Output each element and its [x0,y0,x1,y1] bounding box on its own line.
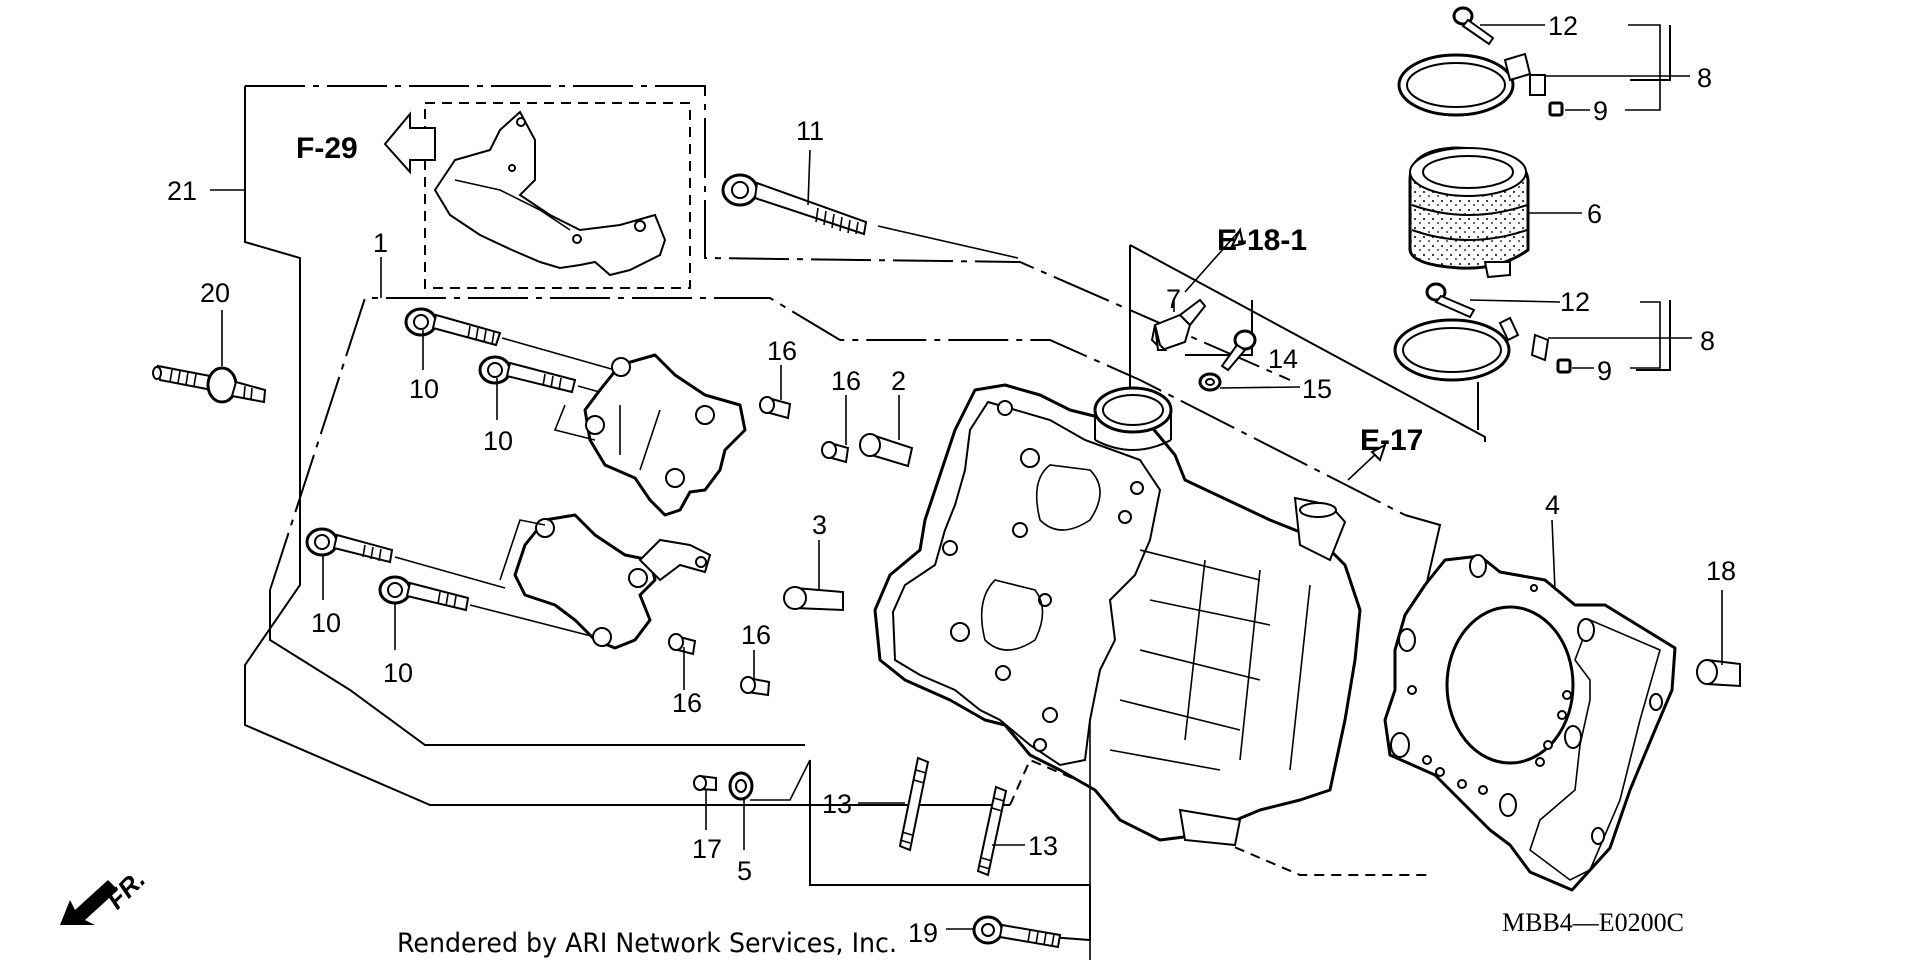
callout-10-c: 10 [311,608,341,638]
callout-12-b: 12 [1560,287,1590,317]
leader-line [1219,386,1301,389]
section-ref-f29[interactable]: F-29 [296,111,436,175]
group-boundary-21 [244,85,1291,806]
callout-13-a: 13 [822,789,852,819]
callout-6: 6 [1587,199,1602,229]
part-5-seal[interactable] [728,771,754,801]
part-15-washer[interactable] [1198,372,1222,392]
callout-2: 2 [891,366,906,396]
part-8-band-a[interactable] [1397,52,1546,117]
footer-credit: Rendered by ARI Network Services, Inc. [397,928,897,959]
front-direction-indicator: FR. [60,864,151,925]
part-10-bolt-b[interactable] [478,355,577,394]
section-ref-e18-1[interactable]: E-18-1 [1217,224,1307,257]
part-1-cylinder-head[interactable] [873,383,1362,960]
callout-19: 19 [908,918,938,948]
callout-16-b: 16 [831,366,861,396]
part-16-dowel-b[interactable] [821,441,850,464]
part-17-dowel[interactable] [693,774,717,792]
arrow-down-left-icon [60,880,118,925]
part-12-bolt-a[interactable] [1452,6,1495,46]
callout-11: 11 [796,116,824,146]
part-2-dowel[interactable] [859,433,914,468]
part-7-sensor[interactable] [1150,298,1207,352]
part-10-bolt-d[interactable] [378,575,470,612]
callout-13-b: 13 [1028,831,1058,861]
callout-8-b: 8 [1700,326,1715,356]
leader-line [1469,299,1561,303]
callout-14: 14 [1268,344,1298,374]
part-10-bolt-a[interactable] [404,307,502,347]
arrow-up-right-icon [1230,227,1245,248]
part-8-band-b[interactable] [1393,316,1550,382]
leader-line [499,519,546,581]
part-11-bolt[interactable] [721,173,1019,259]
part-16-dowel-c[interactable] [668,633,697,656]
section-ref-f29-label: F-29 [296,132,358,165]
leader-line [553,404,596,441]
part-16-dowel-d[interactable] [740,676,771,697]
part-21-bracket[interactable] [424,102,691,289]
leader-line [501,337,616,371]
callout-1: 1 [373,228,388,258]
part-20-spark-plug[interactable] [152,364,267,404]
part-9-nut-a[interactable] [1548,101,1564,117]
part-3-dowel[interactable] [783,586,844,612]
callout-15: 15 [1302,374,1332,404]
callout-16-d: 16 [741,620,771,650]
part-12-bolt-b[interactable] [1425,282,1476,319]
camshaft-holder-lower[interactable] [513,513,712,650]
leader-line [394,556,506,589]
camshaft-holder-upper[interactable] [583,353,747,517]
arrow-left-icon [383,111,436,175]
group-boundary-8 [1477,25,1671,430]
callout-leaders [210,149,1723,850]
callout-10-d: 10 [383,658,413,688]
arrow-e18-line [1184,229,1241,293]
arrow-up-right-icon [1370,442,1387,462]
part-13-stud-b[interactable] [976,785,1008,877]
part-9-nut-b[interactable] [1556,358,1572,374]
fr-label: FR. [100,864,151,915]
callout-8-a: 8 [1697,63,1712,93]
callout-9-b: 9 [1597,356,1612,386]
callout-18: 18 [1706,556,1736,586]
callout-17: 17 [692,834,722,864]
callout-labels: 21 1 20 10 10 10 10 11 16 16 2 3 16 16 1… [167,11,1736,948]
callout-10-b: 10 [483,426,513,456]
callout-20: 20 [200,278,230,308]
callout-10-a: 10 [409,374,439,404]
callout-5: 5 [737,856,752,886]
part-13-stud-a[interactable] [898,756,930,852]
diagram-code: MBB4—E0200C [1502,908,1684,937]
bracket-line [1630,301,1661,369]
part-19-bolt[interactable] [972,915,1062,949]
part-10-bolt-c[interactable] [305,527,394,564]
callout-4: 4 [1545,490,1560,520]
section-ref-e17[interactable]: E-17 [1360,424,1423,457]
part-16-dowel-a[interactable] [759,396,792,420]
callout-7: 7 [1166,284,1181,314]
part-6-insulator[interactable] [1408,146,1530,279]
callout-12-a: 12 [1548,11,1578,41]
part-18-dowel[interactable] [1696,658,1741,688]
callout-9-a: 9 [1593,96,1608,126]
part-4-head-gasket[interactable] [1383,554,1677,892]
callout-3: 3 [812,510,827,540]
callout-16-c: 16 [672,688,702,718]
callout-21: 21 [167,176,197,206]
bracket-line [1625,24,1661,111]
callout-16-a: 16 [767,336,797,366]
part-14-bolt[interactable] [1220,329,1257,372]
leader-line [469,604,596,638]
